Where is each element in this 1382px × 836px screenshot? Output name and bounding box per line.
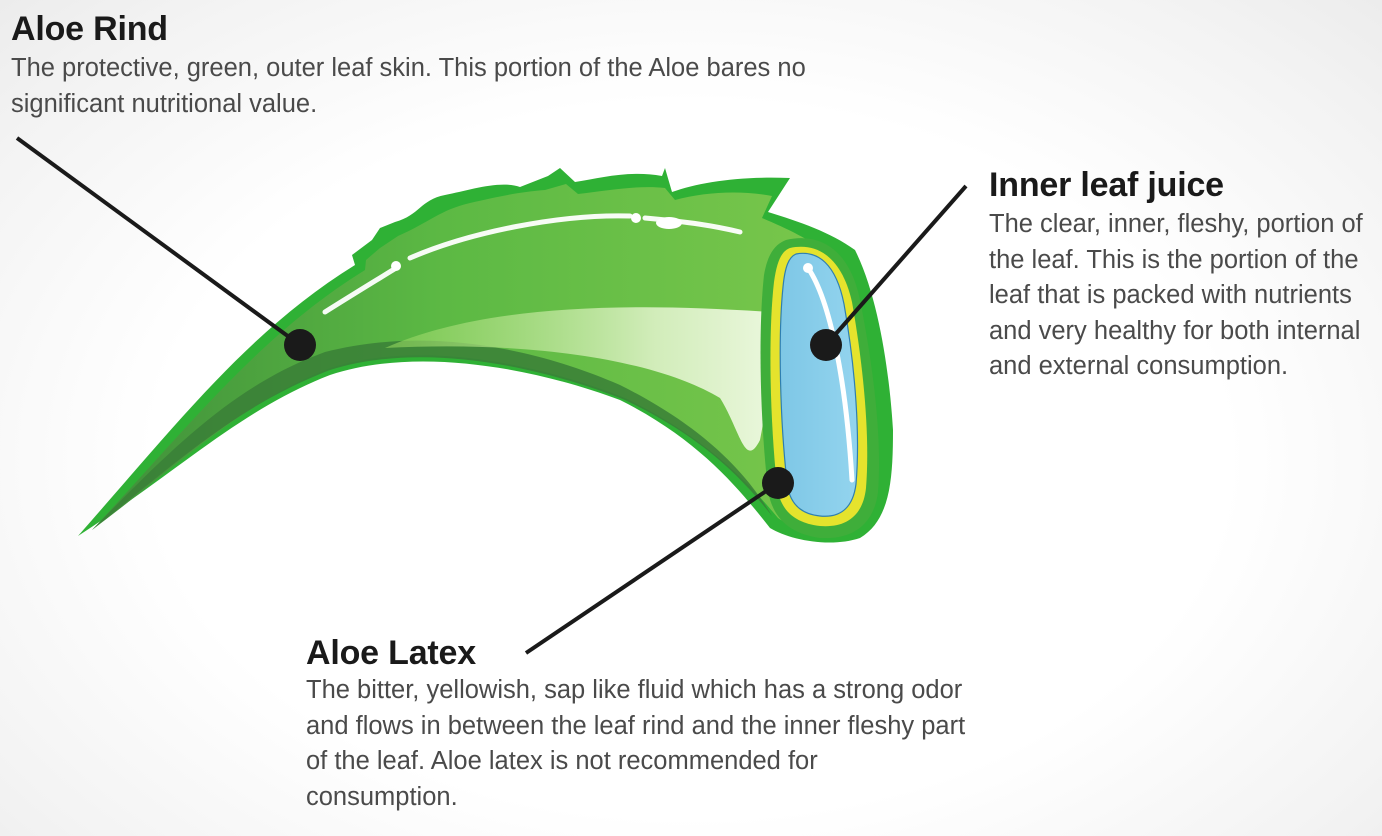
aloe-latex-description: The bitter, yellowish, sap like fluid wh… <box>306 676 966 811</box>
inner-leaf-juice-title: Inner leaf juice <box>989 166 1224 204</box>
aloe-rind-title: Aloe Rind <box>11 10 168 48</box>
inner-leaf-juice-description: The clear, inner, fleshy, portion of the… <box>989 210 1363 380</box>
rind-pointer-line <box>15 136 302 347</box>
aloe-rind-description: The protective, green, outer leaf skin. … <box>11 54 806 118</box>
aloe-latex-callout: Aloe Latex The bitter, yellowish, sap li… <box>306 634 966 815</box>
aloe-rind-callout: Aloe Rind The protective, green, outer l… <box>11 10 911 122</box>
rind-pointer-dot <box>284 329 316 361</box>
aloe-latex-title: Aloe Latex <box>306 634 476 672</box>
inner-leaf-juice-callout: Inner leaf juice The clear, inner, flesh… <box>989 166 1379 385</box>
juice-pointer-line <box>824 184 968 347</box>
aloe-inner-gel <box>779 252 859 517</box>
latex-pointer-dot <box>762 467 794 499</box>
aloe-rind-shadow <box>92 340 772 530</box>
juice-pointer-dot <box>810 329 842 361</box>
aloe-rind-highlight <box>385 307 771 451</box>
aloe-rind-gloss-dot <box>656 217 682 229</box>
aloe-inner-gel-shine-dot <box>803 263 813 273</box>
aloe-rind-gloss-dot <box>391 261 401 271</box>
aloe-rind-gloss <box>322 213 743 315</box>
latex-pointer-line <box>524 481 780 655</box>
aloe-rind-gloss-dot <box>631 213 641 223</box>
